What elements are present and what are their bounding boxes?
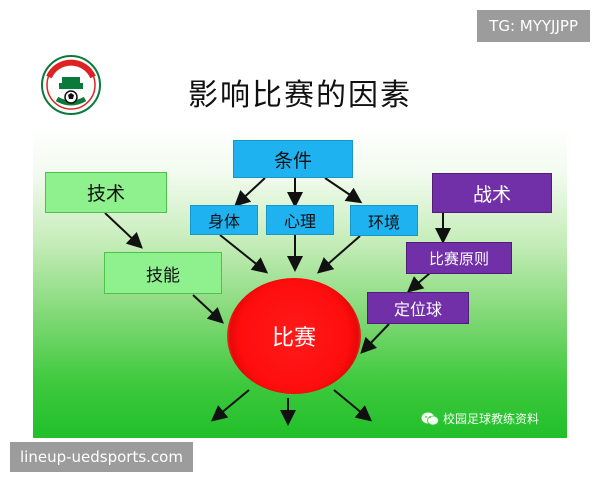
node-technique: 技术 [45, 172, 167, 213]
node-physical: 身体 [190, 205, 258, 235]
node-skill: 技能 [104, 252, 222, 294]
arrow-conditions-environment [324, 177, 363, 204]
wechat-icon [421, 412, 439, 425]
arrow-technique-skill [104, 212, 143, 249]
arrow-conditions-physical [234, 177, 266, 207]
node-mental: 心理 [266, 205, 334, 235]
arrow-setpiece-match [360, 323, 390, 354]
node-set-piece: 定位球 [367, 292, 469, 324]
wechat-credit: 校园足球教练资料 [421, 410, 539, 427]
arrow-physical-match [219, 234, 269, 274]
watermark-bottom: lineup-uedsports.com [10, 442, 193, 472]
arrow-principles-setpiece [406, 272, 431, 293]
slide: 影响比赛的因素 条件 身体 心理 环境 技术 技能 战术 [33, 38, 567, 438]
node-match: 比赛 [227, 278, 361, 394]
node-conditions: 条件 [233, 140, 353, 178]
flow-arrows [104, 177, 451, 426]
arrow-output-right [333, 389, 373, 422]
slide-title: 影响比赛的因素 [188, 78, 412, 113]
cfa-logo-icon [41, 55, 101, 115]
node-principles: 比赛原则 [406, 242, 512, 274]
arrow-environment-match [316, 235, 361, 274]
wechat-label: 校园足球教练资料 [443, 412, 540, 426]
node-environment: 环境 [350, 205, 418, 236]
arrow-skill-match [192, 294, 224, 324]
arrow-output-left [210, 389, 250, 422]
watermark-top: TG: MYYJJPP [477, 10, 590, 42]
node-tactics: 战术 [432, 173, 552, 213]
